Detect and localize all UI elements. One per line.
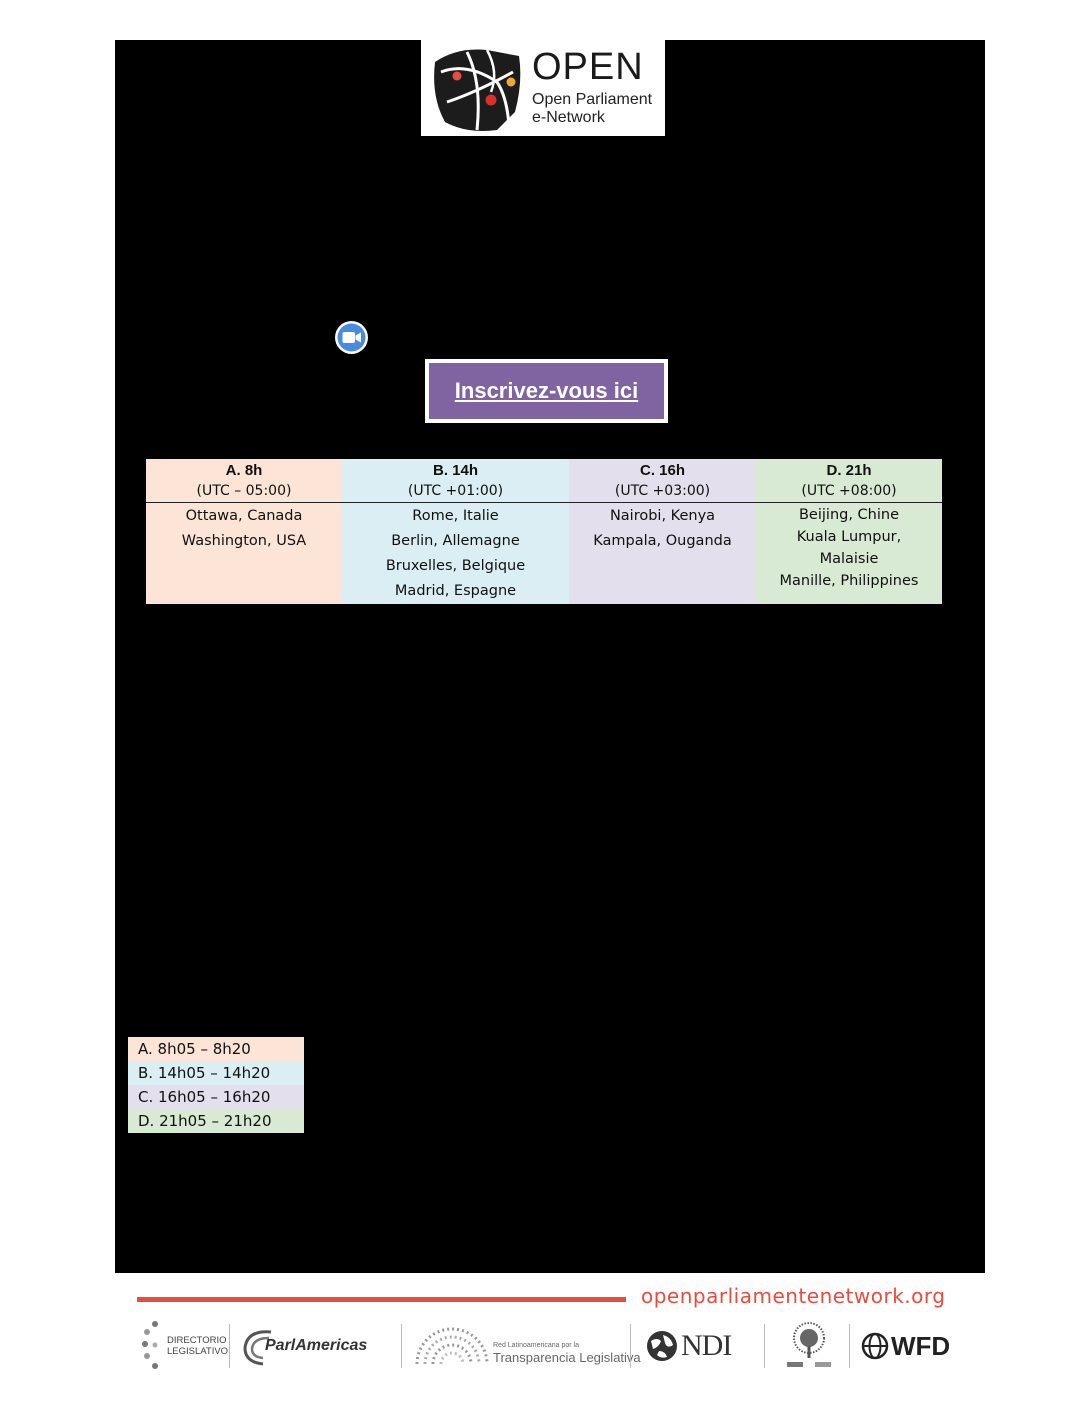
timezone-table: A. 8h (UTC – 05:00) Ottawa, Canada Washi… <box>146 459 942 604</box>
city: Kuala Lumpur, <box>796 529 902 545</box>
logo-subtitle: Open Parliament e-Network <box>532 91 653 126</box>
time-slot-c: C. 16h05 – 16h20 <box>128 1085 304 1109</box>
timezone-column-d: D. 21h (UTC +08:00) Beijing, Chine Kuala… <box>756 459 942 604</box>
city: Madrid, Espagne <box>394 583 517 599</box>
globe-icon <box>647 1331 677 1361</box>
city: Washington, USA <box>181 533 307 549</box>
directorio-legislativo-logo: DIRECTORIO LEGISLATIVO <box>141 1318 228 1374</box>
parliament-dots-icon <box>415 1327 489 1365</box>
time-slot-list: A. 8h05 – 8h20 B. 14h05 – 14h20 C. 16h05… <box>128 1037 304 1133</box>
timezone-utc: (UTC +08:00) <box>801 483 897 499</box>
city: Bruxelles, Belgique <box>385 558 526 574</box>
timezone-column-c: C. 16h (UTC +03:00) Nairobi, Kenya Kampa… <box>569 459 756 604</box>
red-transparencia-logo: Red Latinoamericana por la Transparencia… <box>413 1318 641 1374</box>
footer-website-link[interactable]: openparliamentenetwork.org <box>641 1284 946 1308</box>
footer-divider <box>137 1297 626 1302</box>
ndi-logo: NDI <box>645 1318 732 1374</box>
timezone-utc: (UTC +03:00) <box>614 483 711 499</box>
city: Kampala, Ouganda <box>593 533 732 549</box>
timezone-utc: (UTC – 05:00) <box>196 483 292 499</box>
time-slot-a: A. 8h05 – 8h20 <box>128 1037 304 1061</box>
city: Nairobi, Kenya <box>609 508 716 524</box>
timezone-title: A. 8h <box>225 462 263 479</box>
partner-logos: DIRECTORIO LEGISLATIVO ParlAmericas Red … <box>137 1318 967 1374</box>
time-slot-d: D. 21h05 – 21h20 <box>128 1109 304 1133</box>
city: Ottawa, Canada <box>185 508 303 524</box>
parlamericas-logo: ParlAmericas <box>241 1318 367 1374</box>
timezone-title: B. 14h <box>432 462 478 479</box>
open-network-logo-icon <box>434 49 521 131</box>
city: Rome, Italie <box>412 508 499 524</box>
time-slot-b: B. 14h05 – 14h20 <box>128 1061 304 1085</box>
oecd-tree-logo <box>779 1318 839 1374</box>
register-button[interactable]: Inscrivez-vous ici <box>425 359 668 423</box>
timezone-title: D. 21h <box>826 462 872 479</box>
open-logo: OPEN Open Parliament e-Network <box>421 40 665 136</box>
parlamericas-swirl-icon <box>243 1330 272 1366</box>
timezone-column-a: A. 8h (UTC – 05:00) Ottawa, Canada Washi… <box>146 459 342 604</box>
timezone-title: C. 16h <box>639 462 685 479</box>
city: Beijing, Chine <box>798 507 900 523</box>
city: Manille, Philippines <box>779 573 919 589</box>
timezone-column-b: B. 14h (UTC +01:00) Rome, Italie Berlin,… <box>342 459 569 604</box>
tree-icon <box>787 1322 831 1367</box>
wfd-globe-icon <box>861 1332 889 1360</box>
city: Malaisie <box>819 551 879 567</box>
register-button-label[interactable]: Inscrivez-vous ici <box>429 363 664 419</box>
directorio-dots-icon <box>142 1321 158 1369</box>
logo-wordmark: OPEN <box>532 46 644 88</box>
city: Berlin, Allemagne <box>391 533 520 549</box>
wfd-logo: WFD <box>861 1318 950 1374</box>
timezone-utc: (UTC +01:00) <box>407 483 504 499</box>
video-camera-icon[interactable] <box>334 320 369 355</box>
